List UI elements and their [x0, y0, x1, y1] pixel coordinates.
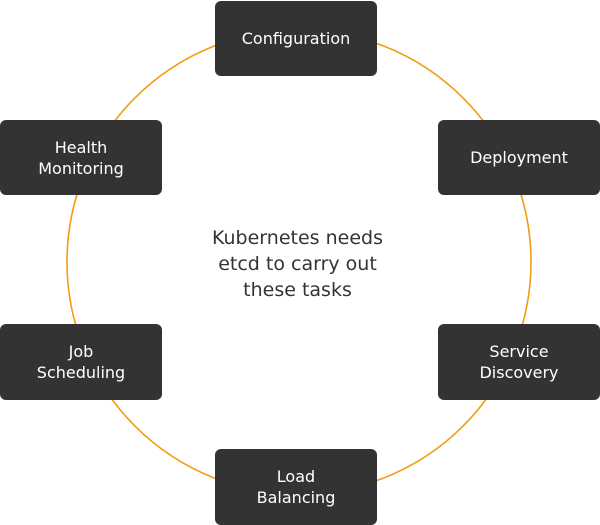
- task-deployment: Deployment: [438, 120, 600, 195]
- task-load-balancing: Load Balancing: [215, 449, 377, 525]
- task-health-monitoring: Health Monitoring: [0, 120, 162, 195]
- center-caption: Kubernetes needs etcd to carry out these…: [212, 227, 383, 301]
- task-configuration: Configuration: [215, 1, 377, 76]
- task-job-scheduling: Job Scheduling: [0, 324, 162, 400]
- task-service-discovery: Service Discovery: [438, 324, 600, 400]
